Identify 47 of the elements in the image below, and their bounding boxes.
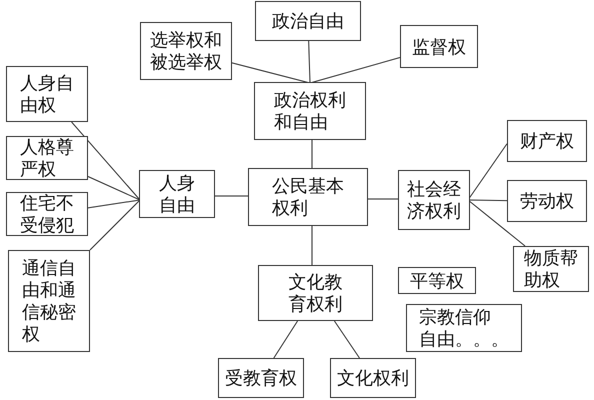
box-label: 宗教信仰自由。。。: [419, 306, 509, 350]
rights-box: [513, 246, 589, 292]
rights-box: [398, 267, 476, 294]
box-label: 通信自由和通信秘密权: [22, 257, 76, 345]
rights-box: [248, 168, 368, 226]
connector-line: [90, 200, 140, 250]
box-label: 人格尊严权: [20, 136, 74, 180]
rights-box: [218, 358, 304, 398]
rights-box: [406, 304, 522, 352]
connector-line: [88, 176, 140, 200]
rights-box: [6, 136, 88, 180]
box-label: 受教育权: [225, 367, 297, 389]
connector-line: [368, 198, 398, 200]
box-label: 政治权利和自由: [274, 89, 346, 133]
rights-box: [254, 82, 366, 140]
connector-line: [334, 320, 360, 358]
box-label: 住宅不受侵犯: [20, 192, 74, 236]
box-label: 平等权: [410, 270, 464, 292]
box-label: 人身自由权: [20, 72, 74, 116]
rights-box: [507, 120, 587, 162]
box-label: 物质帮助权: [524, 247, 578, 291]
rights-box: [255, 1, 361, 41]
box-label: 选举权和被选举权: [150, 29, 222, 73]
box-label: 文化教育权利: [288, 271, 342, 315]
box-label: 社会经济权利: [407, 178, 461, 222]
rights-box: [330, 358, 416, 398]
rights-box: [140, 22, 232, 80]
box-label: 政治自由: [272, 10, 344, 32]
connector-line: [308, 40, 310, 84]
rights-box: [8, 250, 90, 352]
rights-box: [6, 192, 88, 236]
box-label: 文化权利: [337, 367, 409, 389]
rights-box: [6, 66, 88, 122]
connector-line: [273, 320, 298, 358]
rights-box: [139, 170, 215, 218]
rights-box: [400, 25, 478, 68]
rights-box: [258, 265, 373, 321]
connector-line: [88, 200, 140, 208]
box-label: 财产权: [520, 130, 574, 152]
box-label: 监督权: [412, 36, 466, 58]
rights-box: [507, 180, 587, 222]
rights-box: [398, 170, 470, 230]
box-label: 公民基本权利: [272, 175, 344, 219]
box-label: 劳动权: [520, 190, 574, 212]
box-label: 人身自由: [159, 172, 195, 216]
connector-line: [71, 122, 140, 200]
connector-line: [310, 57, 400, 84]
